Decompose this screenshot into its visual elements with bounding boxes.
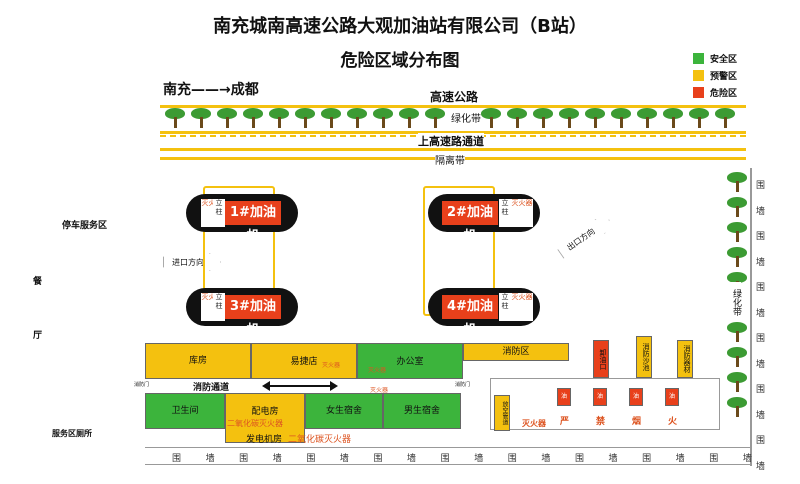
pump-2: 2#加油机 立柱 灭火器 [428, 194, 540, 244]
legend-item-safe: 安全区 [693, 52, 737, 65]
pump-col-right: 立柱 [213, 199, 225, 227]
mid-extinguisher: 灭火器 [370, 387, 389, 394]
right-wall-line [750, 168, 752, 466]
female-dorm: 女生宿舍 [305, 393, 383, 429]
wc-room: 卫生间 [145, 393, 225, 429]
warehouse-room: 库房 [145, 343, 251, 379]
legend-item-danger: 危险区 [693, 86, 737, 99]
store-label: 易捷店 [290, 357, 318, 367]
road-line [160, 131, 746, 134]
pipe-well: 放空管道 [494, 395, 510, 431]
bottom-wall-labels: 围墙围墙围墙围墙围墙围墙围墙围墙围墙 [172, 454, 752, 464]
legend-swatch [693, 87, 704, 98]
tree-column-right [726, 172, 748, 432]
company-title: 南充城南高速公路大观加油站有限公司（B站） [213, 16, 587, 37]
legend-label: 危险区 [710, 89, 738, 99]
median-label: 隔离带 [435, 152, 465, 167]
toilet-area-label: 服务区厕所 [52, 429, 92, 438]
warn-char-2: 禁 [596, 417, 606, 427]
legend: 安全区 预警区 危险区 [693, 52, 737, 99]
office-extinguisher: 灭火器 [368, 367, 387, 374]
power-label: 配电房 [251, 407, 279, 417]
pump-col-right: 立柱 [213, 293, 225, 321]
highway-label: 高速公路 [430, 90, 479, 104]
fire-equipment: 消防器材 [677, 340, 693, 378]
male-dorm: 男生宿舍 [383, 393, 461, 429]
double-arrow-icon [264, 385, 334, 387]
direction-arrow-icon: ——→ [191, 82, 231, 98]
tank-port-3: 油 [629, 388, 643, 406]
tank-port-1: 油 [557, 388, 571, 406]
generator-extinguisher: 二氧化碳灭火器 [288, 435, 352, 445]
right-wall-labels: 围墙围墙围墙围墙围墙围墙 [756, 181, 766, 472]
tank-extinguisher: 灭火器 [522, 419, 546, 428]
bottom-wall-line-2 [145, 464, 750, 465]
tank-port-4: 油 [665, 388, 679, 406]
pump-4: 4#加油机 立柱 灭火器 [428, 288, 540, 338]
pump-col-left: 立柱 [499, 293, 511, 321]
generator-label: 发电机房 [246, 435, 283, 445]
warn-char-1: 严 [560, 417, 570, 427]
tank-area [490, 378, 720, 430]
green-belt-label: 绿化带 [451, 110, 481, 125]
legend-swatch [693, 53, 704, 64]
pump-label: 1#加油机 [225, 201, 281, 244]
power-extinguisher: 二氧化碳灭火器 [227, 419, 283, 428]
direction-from: 南充 [163, 82, 191, 98]
pump-label: 3#加油机 [225, 295, 281, 338]
parking-label: 停车服务区 [62, 221, 108, 231]
tank-port-2: 油 [593, 388, 607, 406]
fire-zone: 消防区 [463, 343, 569, 361]
tree-row-top [160, 108, 746, 130]
pump-3: 灭火器 立柱 3#加油机 [186, 288, 298, 338]
green-belt-right-label: 绿化带 [731, 282, 741, 322]
direction-label: 南充——→成都 [163, 79, 259, 99]
legend-label: 预警区 [710, 72, 738, 82]
store-room: 易捷店 [251, 343, 357, 379]
arrow-right-head [330, 381, 338, 391]
ramp-edge-line [160, 148, 746, 151]
warn-char-3: 烟 [632, 417, 642, 427]
power-room: 配电房 [225, 393, 305, 443]
warn-char-4: 火 [668, 417, 678, 427]
pump-col-right: 灭火器 [511, 199, 533, 227]
office-label: 办公室 [396, 357, 424, 367]
pump-label: 4#加油机 [442, 295, 498, 338]
bottom-wall-line [145, 447, 750, 448]
fire-channel-label: 消防通道 [193, 383, 230, 393]
entry-label: 进口方向 [172, 258, 204, 267]
legend-item-warning: 预警区 [693, 69, 737, 82]
pump-col-right: 灭火器 [511, 293, 533, 321]
restaurant-label-1: 餐 [33, 277, 43, 287]
pump-col-left: 立柱 [499, 199, 511, 227]
restaurant-label-2: 厅 [33, 331, 43, 341]
office-room: 办公室 [357, 343, 463, 379]
exit-label: 出口方向 [565, 226, 597, 253]
arrow-left-head [262, 381, 270, 391]
unload-port: 卸油口 [593, 340, 609, 378]
map-subtitle: 危险区域分布图 [340, 51, 460, 71]
fire-door-right: 消防门 [455, 382, 471, 388]
pump-1: 灭火器 1#加油机 立柱 [186, 194, 298, 244]
pump-label: 2#加油机 [442, 201, 498, 244]
store-extinguisher: 灭火器 [322, 362, 341, 369]
highway-edge-line [160, 105, 746, 108]
fire-door-left: 消防门 [134, 382, 150, 388]
direction-to: 成都 [230, 82, 259, 98]
legend-label: 安全区 [710, 55, 738, 65]
ramp-label: 上高速路通道 [418, 133, 484, 149]
sand-pool: 消防沙池 [636, 336, 652, 378]
legend-swatch [693, 70, 704, 81]
